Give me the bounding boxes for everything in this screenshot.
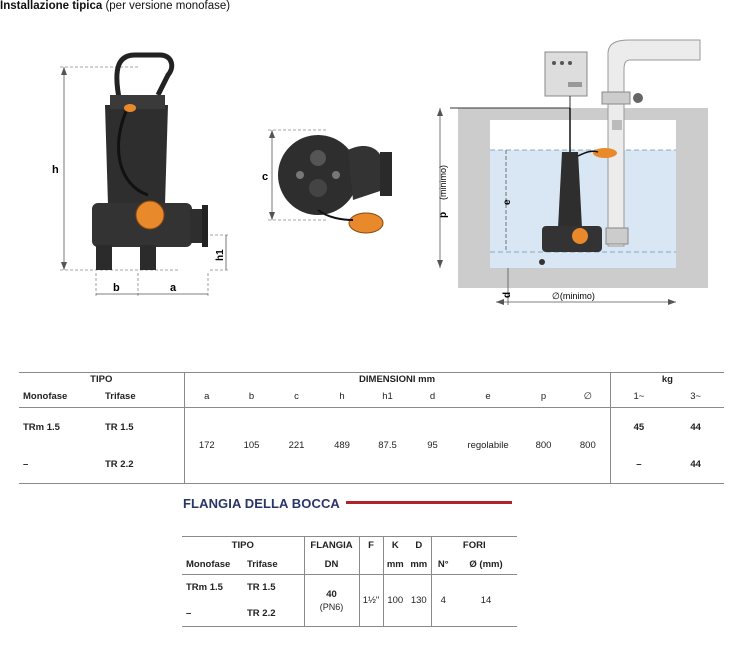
value-b: 105 xyxy=(229,407,275,484)
pump-side-drawing: h h1 b a xyxy=(52,52,230,297)
fl-row1-trifase: TR 1.5 xyxy=(243,574,305,601)
installation-title-bold: Installazione tipica xyxy=(0,0,103,12)
flangia-table: TIPO FLANGIA F K D FORI Monofase Trifase… xyxy=(182,536,518,627)
value-h: 489 xyxy=(319,407,366,484)
col-d: d xyxy=(410,386,456,408)
col-h: h xyxy=(319,386,366,408)
fl-row2-monofase: – xyxy=(182,600,243,627)
fl-flangia-header: FLANGIA xyxy=(304,536,360,555)
label-p: p xyxy=(438,212,449,218)
fl-trifase-label: Trifase xyxy=(243,554,305,575)
fl-diam-value: 14 xyxy=(455,574,518,627)
fl-dn-value: 40 (PN6) xyxy=(304,574,360,627)
label-e: e xyxy=(502,199,513,205)
label-diam-min: ∅(minimo) xyxy=(552,291,595,301)
value-e: regolabile xyxy=(455,407,522,484)
installation-title-rest: (per versione monofase) xyxy=(102,0,231,12)
row1-kg1: 45 xyxy=(633,421,645,433)
value-h1: 87.5 xyxy=(365,407,411,484)
value-c: 221 xyxy=(274,407,320,484)
value-d: 95 xyxy=(410,407,456,484)
fl-pn-value: (PN6) xyxy=(319,602,344,612)
row1-trifase: TR 1.5 xyxy=(101,407,185,447)
dimensions-header: DIMENSIONI mm xyxy=(184,372,611,387)
installation-drawing: p (minimo) e d ∅(minimo) xyxy=(437,39,708,305)
installation-title: Installazione tipica (per versione monof… xyxy=(0,0,738,12)
col-b: b xyxy=(229,386,275,408)
fl-n-value: 4 xyxy=(431,574,456,627)
col-e: e xyxy=(455,386,522,408)
col-h1: h1 xyxy=(365,386,411,408)
fl-monofase-label: Monofase xyxy=(182,554,243,575)
row2-monofase: – xyxy=(19,446,101,484)
monofase-label: Monofase xyxy=(19,386,101,408)
fl-d-unit: mm xyxy=(407,554,432,575)
flangia-title: FLANGIA DELLA BOCCA xyxy=(183,496,340,511)
fl-d-header: D xyxy=(407,536,432,555)
label-c: c xyxy=(262,171,268,183)
fl-k-unit: mm xyxy=(383,554,408,575)
fl-dn-number: 40 xyxy=(326,589,337,600)
label-b: b xyxy=(113,282,120,294)
flangia-rule xyxy=(346,501,512,504)
fl-f-value: 1½" xyxy=(359,574,384,627)
label-d: d xyxy=(502,292,513,298)
tipo-header: TIPO xyxy=(19,372,185,387)
col-a: a xyxy=(184,386,230,408)
fl-k-header: K xyxy=(383,536,408,555)
value-p: 800 xyxy=(521,407,567,484)
row2-trifase: TR 2.2 xyxy=(101,446,185,484)
fl-n-label: N° xyxy=(431,554,456,575)
value-diam: 800 xyxy=(566,407,611,484)
fl-row2-trifase: TR 2.2 xyxy=(243,600,305,627)
fl-dn-label: DN xyxy=(304,554,360,575)
col-kg3: 3~ xyxy=(667,386,725,408)
trifase-label: Trifase xyxy=(101,386,185,408)
fl-row1-monofase: TRm 1.5 xyxy=(186,582,223,594)
col-c: c xyxy=(274,386,320,408)
row1-kg3: 44 xyxy=(690,421,701,433)
value-a: 172 xyxy=(184,407,230,484)
label-p-note: (minimo) xyxy=(438,165,448,200)
fl-k-value: 100 xyxy=(383,574,408,627)
row2-kg1: – xyxy=(610,446,668,484)
col-diam: ∅ xyxy=(566,386,611,408)
col-kg1: 1~ xyxy=(610,386,668,408)
row2-kg3: 44 xyxy=(667,446,725,484)
label-h1: h1 xyxy=(215,249,226,261)
row1-monofase: TRm 1.5 xyxy=(23,421,60,433)
dimensions-table: TIPO DIMENSIONI mm kg Monofase Trifase a… xyxy=(19,372,725,484)
col-p: p xyxy=(521,386,567,408)
label-a: a xyxy=(170,282,177,294)
label-h: h xyxy=(52,164,59,176)
fl-tipo-header: TIPO xyxy=(182,536,305,555)
pump-top-drawing: c xyxy=(262,129,392,234)
fl-diam-label: Ø (mm) xyxy=(455,554,518,575)
fl-d-value: 130 xyxy=(407,574,432,627)
fl-f-header: F xyxy=(359,536,384,555)
kg-header: kg xyxy=(610,372,725,387)
fl-fori-header: FORI xyxy=(431,536,518,555)
